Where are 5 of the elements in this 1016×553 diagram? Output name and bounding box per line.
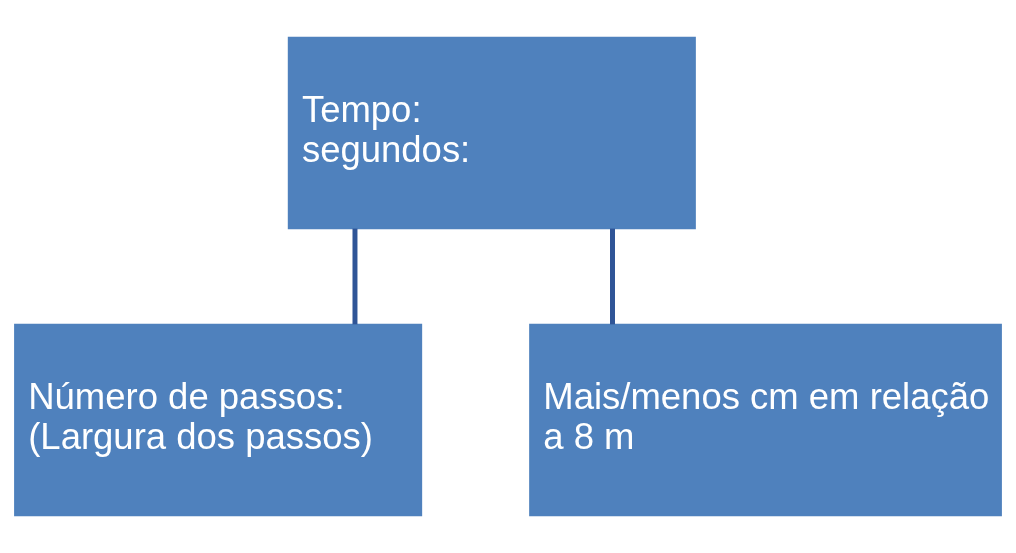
node-box: Tempo: segundos: — [287, 36, 696, 230]
node-box: Número de passos: (Largura dos passos) — [14, 323, 423, 517]
node-box: Mais/menos cm em relação a 8 m — [529, 323, 1002, 517]
connector — [352, 228, 358, 325]
connector — [610, 228, 615, 325]
